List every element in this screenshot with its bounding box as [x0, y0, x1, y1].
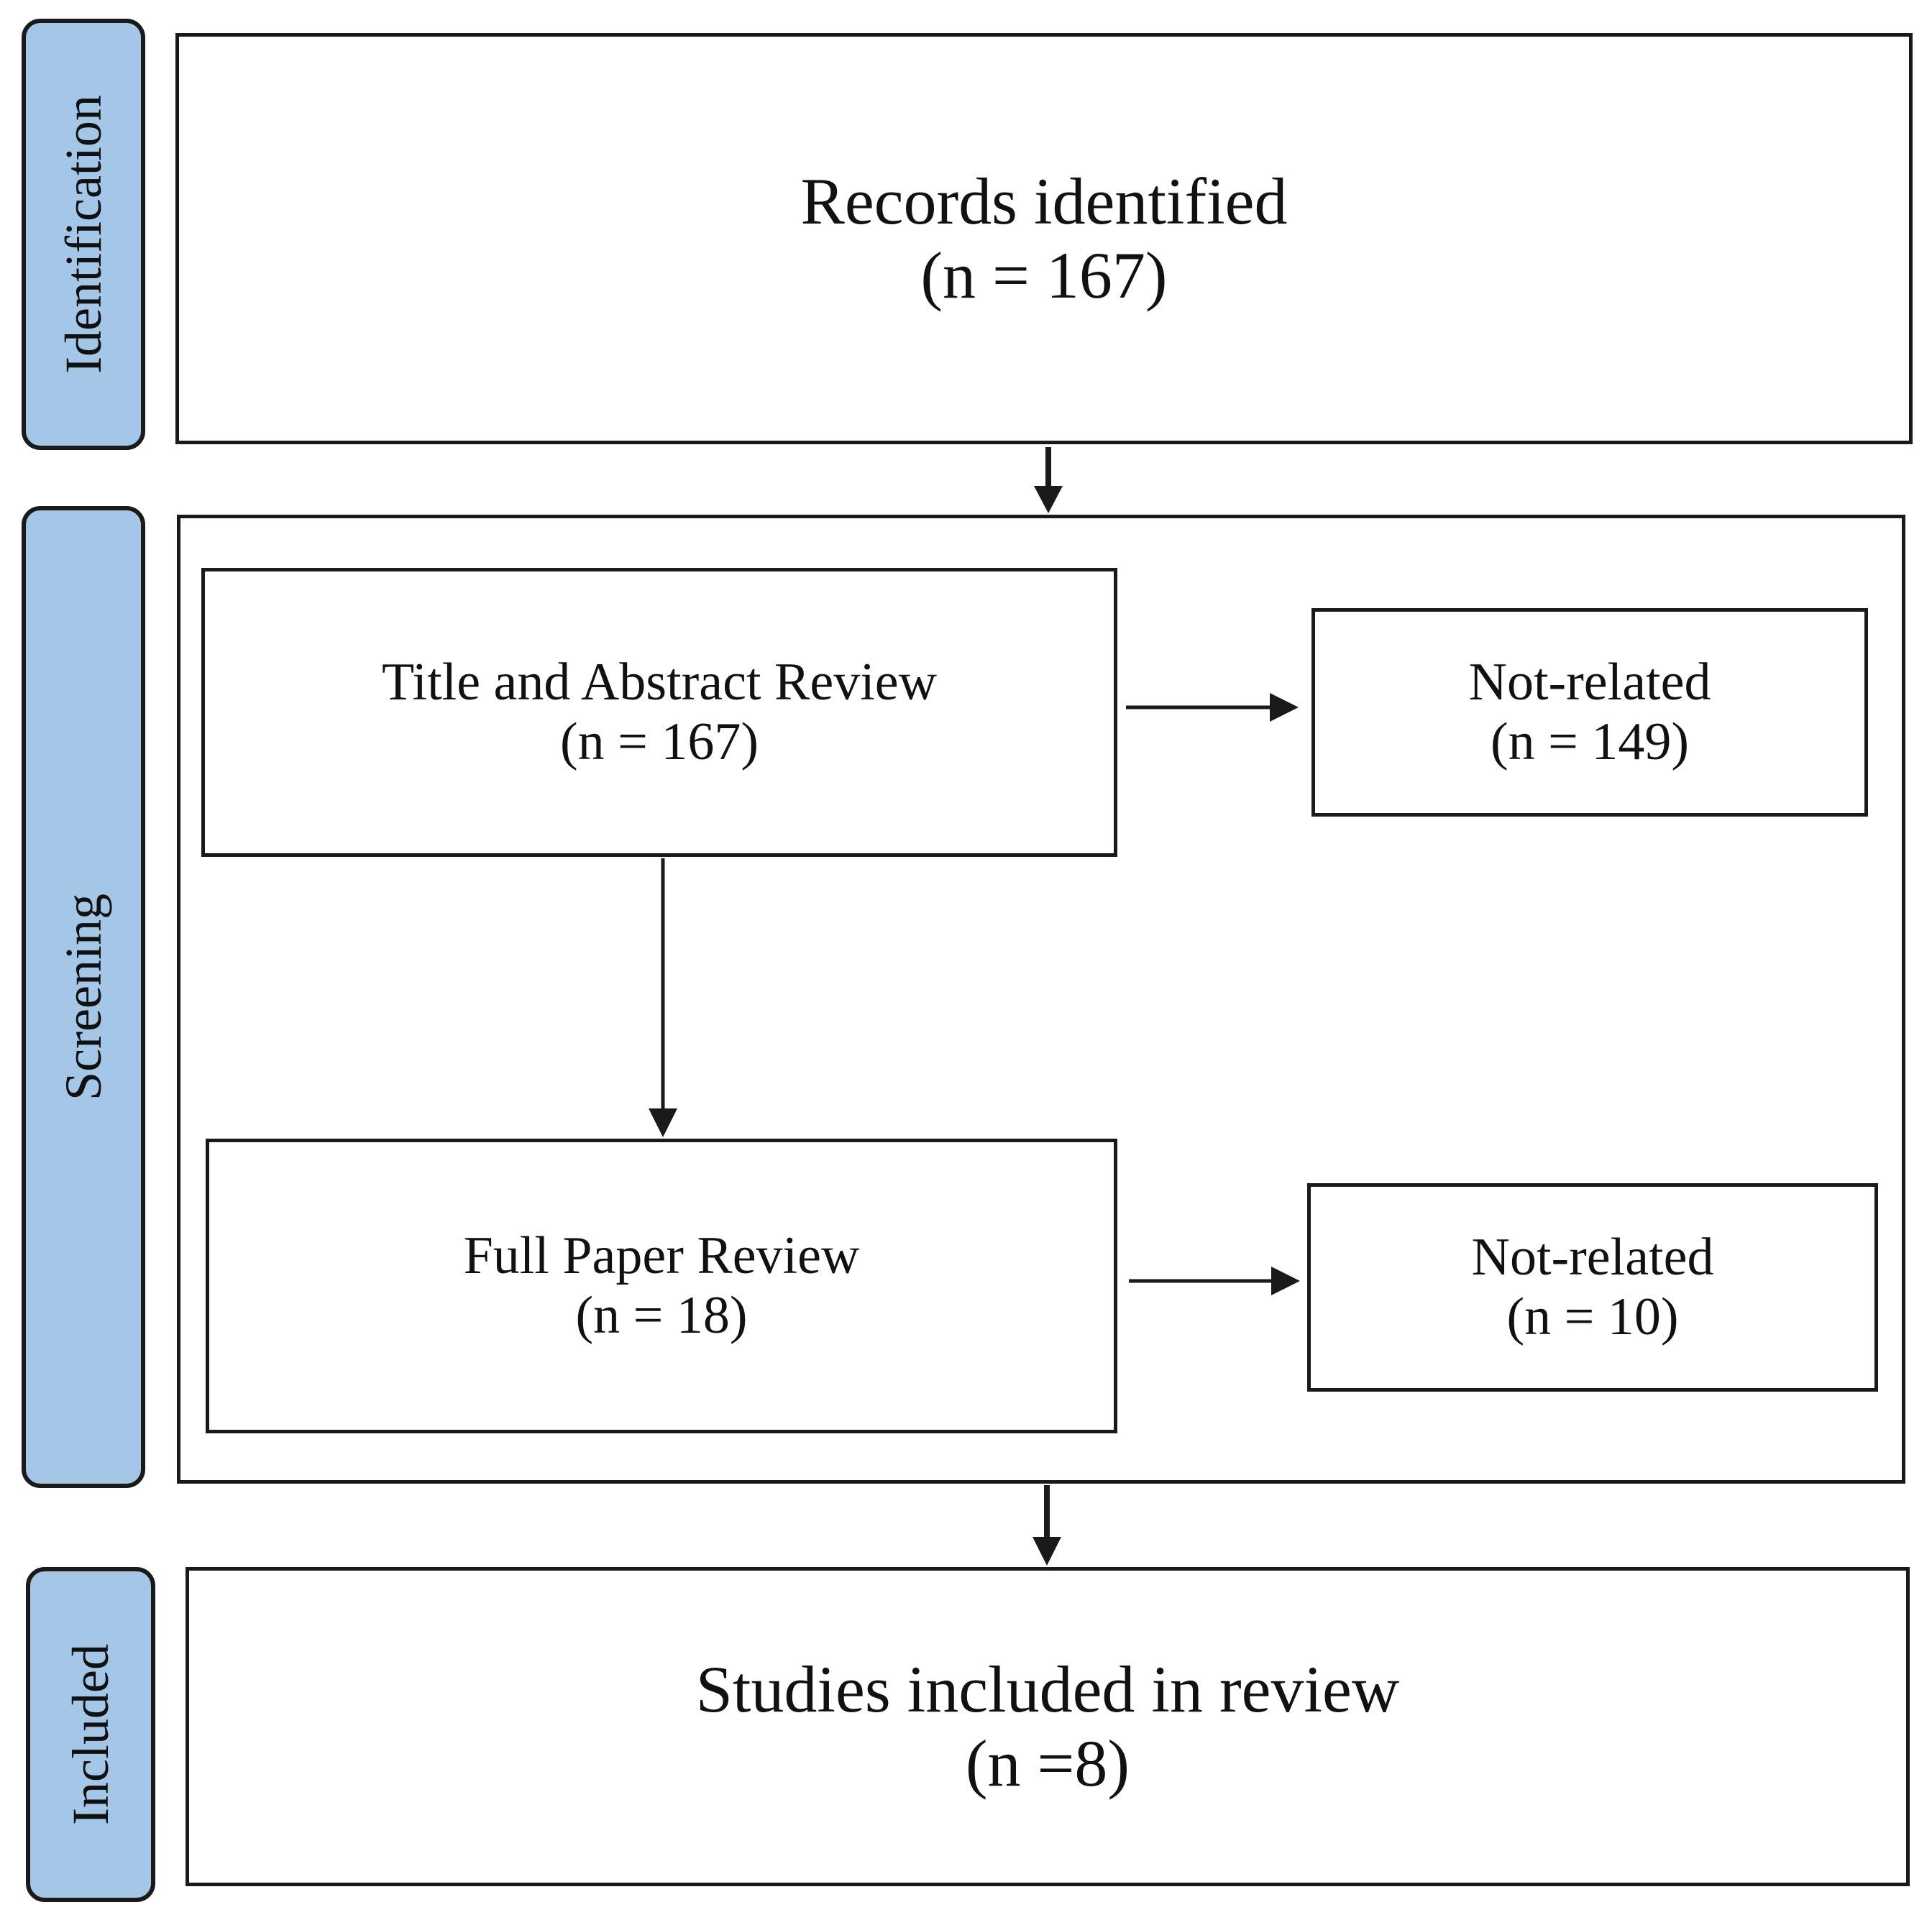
not-related-box-2: Not-related (n = 10): [1307, 1183, 1878, 1392]
full-paper-review-title: Full Paper Review: [463, 1226, 860, 1286]
records-identified-title: Records identified: [800, 164, 1288, 238]
not-related-1-title: Not-related: [1468, 653, 1711, 712]
studies-included-title: Studies included in review: [695, 1652, 1400, 1726]
phase-included: Included: [26, 1567, 155, 1902]
phase-identification: Identification: [22, 19, 145, 450]
not-related-1-count: (n = 149): [1490, 712, 1690, 771]
screening-frame: [177, 515, 1905, 1484]
not-related-2-count: (n = 10): [1506, 1287, 1679, 1346]
arrow-records-to-screening: [1034, 447, 1063, 513]
arrow-title-abstract-to-full-paper: [649, 858, 677, 1137]
studies-included-count: (n =8): [965, 1727, 1130, 1800]
records-identified-count: (n = 167): [920, 239, 1168, 312]
records-identified-box: Records identified (n = 167): [175, 33, 1913, 444]
not-related-box-1: Not-related (n = 149): [1311, 608, 1868, 817]
phase-screening: Screening: [22, 506, 145, 1488]
full-paper-review-box: Full Paper Review (n = 18): [206, 1139, 1117, 1433]
studies-included-box: Studies included in review (n =8): [186, 1567, 1910, 1886]
full-paper-review-count: (n = 18): [575, 1286, 748, 1345]
title-abstract-review-box: Title and Abstract Review (n = 167): [201, 568, 1117, 857]
arrow-full-paper-to-not-related: [1129, 1267, 1300, 1295]
not-related-2-title: Not-related: [1471, 1228, 1714, 1287]
title-abstract-review-count: (n = 167): [559, 712, 759, 771]
arrow-screening-to-included: [1033, 1485, 1061, 1566]
arrow-title-abstract-to-not-related: [1126, 693, 1299, 722]
title-abstract-review-title: Title and Abstract Review: [381, 653, 938, 712]
